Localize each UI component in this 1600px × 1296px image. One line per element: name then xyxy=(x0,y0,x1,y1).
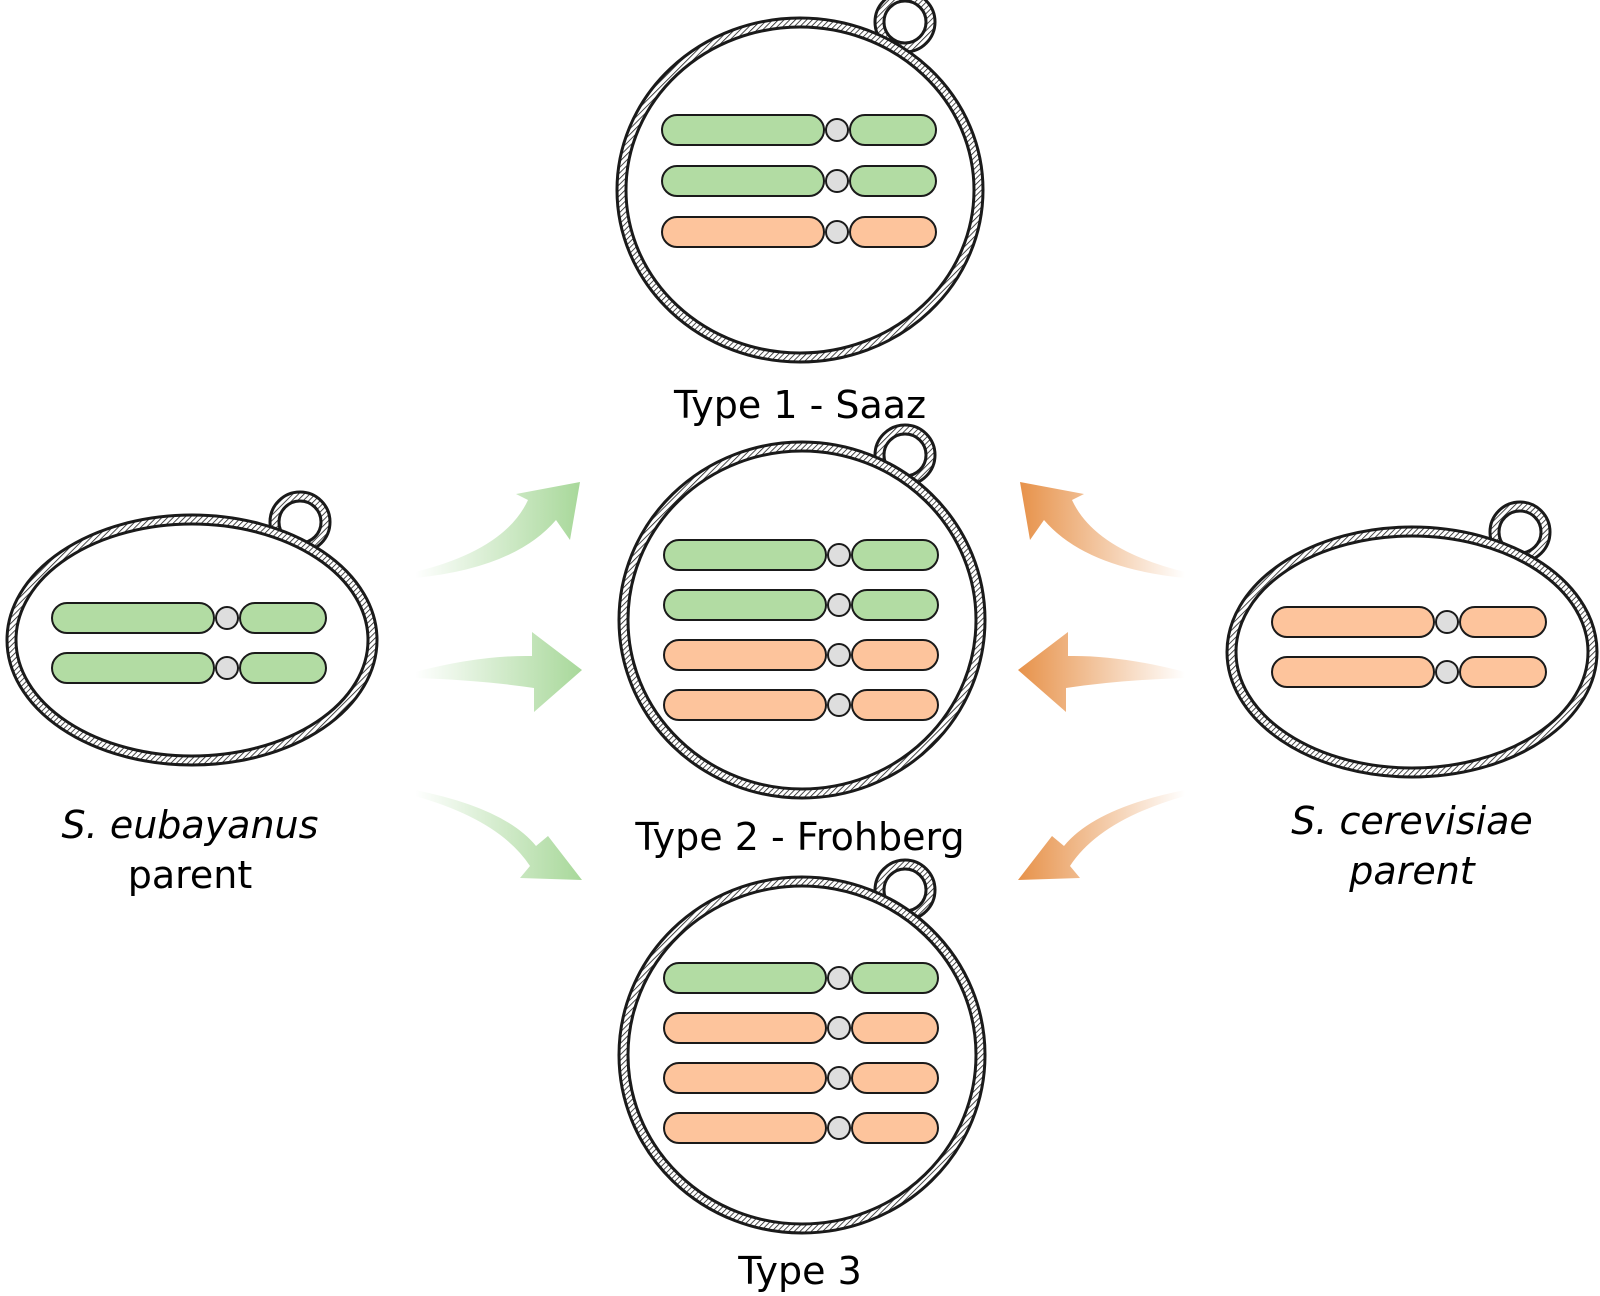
chromosome-short-arm xyxy=(851,1062,939,1094)
chromosome-short-arm xyxy=(849,165,937,197)
centromere xyxy=(1435,660,1459,684)
chromosome-cerevisiae xyxy=(663,639,939,671)
cell-bud-inner xyxy=(882,0,928,45)
chromosome-long-arm xyxy=(661,216,825,248)
chromosome-long-arm xyxy=(663,639,827,671)
chromosome-eubayanus xyxy=(661,114,937,146)
orange-arrow-to-type3 xyxy=(1018,790,1185,880)
green-arrow-to-type2 xyxy=(415,632,582,712)
chromosome-short-arm xyxy=(849,216,937,248)
chromosome-cerevisiae xyxy=(663,689,939,721)
green-arrow-to-type3 xyxy=(415,790,582,880)
chromosome-short-arm xyxy=(851,539,939,571)
label-cerevisiae-parent: parent xyxy=(1349,849,1475,893)
orange-arrows xyxy=(1018,482,1185,880)
chromosome-long-arm xyxy=(663,1062,827,1094)
chromosome-eubayanus xyxy=(661,165,937,197)
centromere xyxy=(827,1116,851,1140)
centromere xyxy=(827,643,851,667)
cell-type1 xyxy=(615,0,985,364)
chromosome-short-arm xyxy=(851,689,939,721)
centromere xyxy=(825,169,849,193)
centromere xyxy=(827,593,851,617)
orange-arrow-to-type1 xyxy=(1020,482,1185,578)
chromosome-cerevisiae xyxy=(663,1062,939,1094)
chromosome-eubayanus xyxy=(663,539,939,571)
centromere xyxy=(215,656,239,680)
label-type2: Type 2 - Frohberg xyxy=(635,815,965,859)
chromosome-short-arm xyxy=(851,639,939,671)
cell-interior xyxy=(626,884,978,1226)
chromosome-eubayanus xyxy=(51,602,327,634)
chromosome-short-arm xyxy=(851,589,939,621)
green-arrow-to-type1 xyxy=(415,482,580,578)
chromosome-long-arm xyxy=(1271,606,1435,638)
centromere xyxy=(827,1066,851,1090)
chromosome-short-arm xyxy=(239,652,327,684)
centromere xyxy=(827,543,851,567)
cell-eubayanus-parent xyxy=(5,490,379,767)
orange-arrow-to-type2 xyxy=(1018,632,1185,712)
chromosome-long-arm xyxy=(1271,656,1435,688)
chromosome-long-arm xyxy=(51,652,215,684)
chromosome-cerevisiae xyxy=(663,1012,939,1044)
label-eubayanus-species: S. eubayanus xyxy=(61,803,319,847)
centromere xyxy=(215,606,239,630)
chromosome-long-arm xyxy=(661,114,825,146)
chromosome-long-arm xyxy=(663,1112,827,1144)
chromosome-eubayanus xyxy=(663,589,939,621)
chromosome-short-arm xyxy=(849,114,937,146)
label-type1: Type 1 - Saaz xyxy=(673,383,927,427)
chromosome-long-arm xyxy=(661,165,825,197)
chromosome-eubayanus xyxy=(51,652,327,684)
centromere xyxy=(1435,610,1459,634)
label-type3: Type 3 xyxy=(738,1249,862,1293)
centromere xyxy=(827,1016,851,1040)
chromosome-cerevisiae xyxy=(1271,606,1547,638)
chromosome-cerevisiae xyxy=(661,216,937,248)
chromosome-cerevisiae xyxy=(1271,656,1547,688)
centromere xyxy=(827,693,851,717)
chromosome-long-arm xyxy=(663,539,827,571)
chromosome-long-arm xyxy=(663,962,827,994)
chromosome-long-arm xyxy=(51,602,215,634)
chromosome-short-arm xyxy=(1459,656,1547,688)
centromere xyxy=(825,220,849,244)
chromosome-eubayanus xyxy=(663,962,939,994)
chromosome-short-arm xyxy=(851,962,939,994)
chromosome-cerevisiae xyxy=(663,1112,939,1144)
cell-type3 xyxy=(617,858,987,1235)
cell-interior xyxy=(14,522,370,758)
chromosome-short-arm xyxy=(239,602,327,634)
chromosome-long-arm xyxy=(663,589,827,621)
label-eubayanus-parent: parent xyxy=(127,853,253,897)
centromere xyxy=(825,118,849,142)
chromosome-short-arm xyxy=(851,1012,939,1044)
green-arrows xyxy=(415,482,582,880)
chromosome-short-arm xyxy=(851,1112,939,1144)
chromosome-long-arm xyxy=(663,689,827,721)
chromosome-short-arm xyxy=(1459,606,1547,638)
chromosome-long-arm xyxy=(663,1012,827,1044)
cell-type2 xyxy=(617,423,987,800)
centromere xyxy=(827,966,851,990)
cell-cerevisiae-parent xyxy=(1225,500,1599,779)
label-cerevisiae-species: S. cerevisiae xyxy=(1291,799,1533,843)
cell-interior xyxy=(1234,534,1590,770)
